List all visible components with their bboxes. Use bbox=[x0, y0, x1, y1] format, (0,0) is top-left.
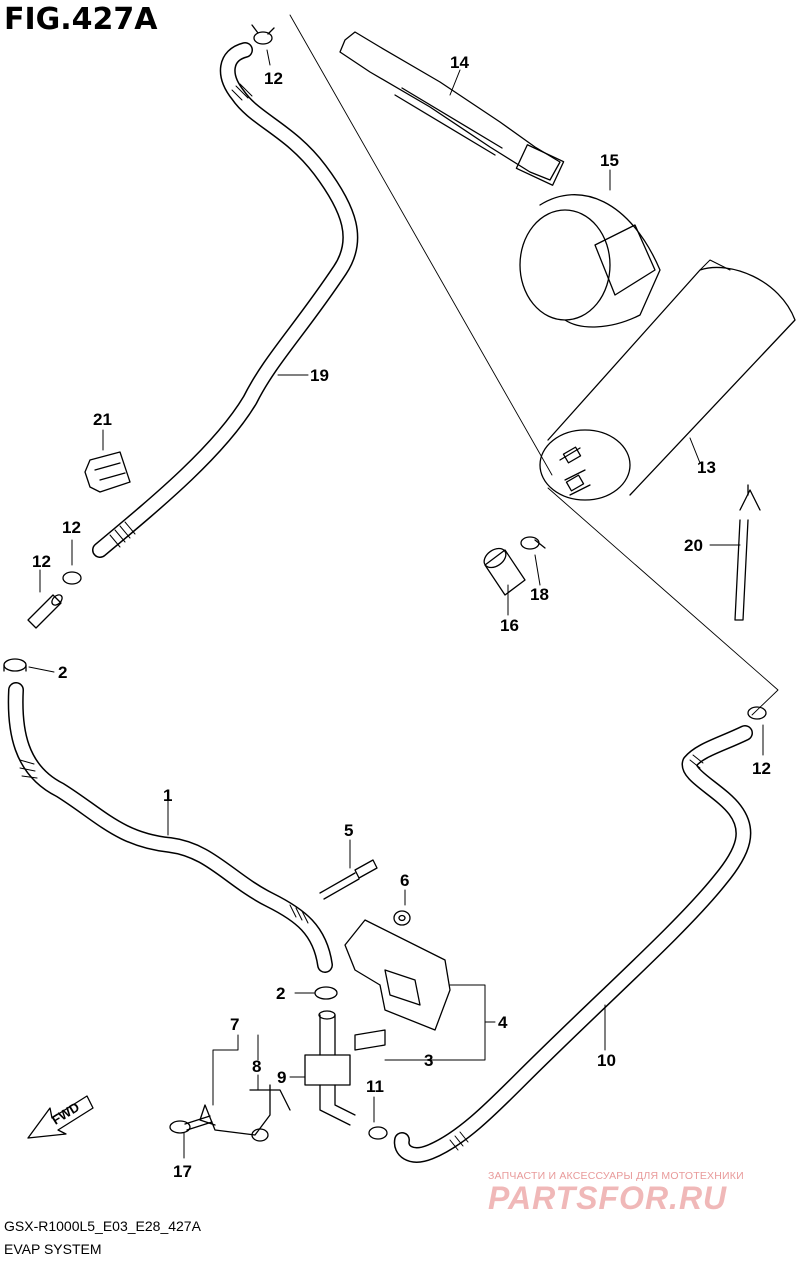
callout-20: 20 bbox=[684, 536, 703, 555]
bolt-6 bbox=[319, 859, 378, 900]
watermark-tagline: ЗАПЧАСТИ И АКСЕССУАРЫ ДЛЯ МОТОТЕХНИКИ bbox=[488, 1170, 744, 1182]
callout-9: 8 bbox=[252, 1057, 261, 1076]
callout-6: 5 bbox=[344, 821, 353, 840]
callout-13: 12 bbox=[32, 552, 51, 571]
callout-12-lower: 11 bbox=[366, 1077, 384, 1096]
callout-12-top: 12 bbox=[264, 69, 283, 88]
callout-5: 3 bbox=[424, 1051, 433, 1070]
figure-name: EVAP SYSTEM bbox=[4, 1241, 102, 1257]
callout-21: 21 bbox=[93, 410, 112, 429]
callout-10: 17 bbox=[173, 1162, 192, 1181]
callout-8: 7 bbox=[230, 1015, 239, 1034]
strap-15 bbox=[339, 31, 565, 186]
watermark-logo: PARTSFOR.RU bbox=[488, 1180, 728, 1216]
hose-1 bbox=[7, 682, 333, 973]
fitting-13 bbox=[27, 594, 63, 629]
fwd-arrow-icon bbox=[27, 1095, 94, 1139]
bracket-5 bbox=[354, 1029, 386, 1051]
callout-17: 16 bbox=[500, 616, 519, 635]
cable-tie-20 bbox=[734, 484, 761, 621]
clamp-19 bbox=[520, 536, 546, 550]
bolt-10 bbox=[169, 1115, 213, 1134]
clip-21 bbox=[84, 451, 131, 493]
figure-title: FIG.427A bbox=[4, 2, 158, 37]
callout-7: 6 bbox=[400, 871, 409, 890]
clamp-2-upper bbox=[3, 658, 27, 672]
watermark: ЗАПЧАСТИ И АКСЕССУАРЫ ДЛЯ МОТОТЕХНИКИ PA… bbox=[488, 1170, 788, 1217]
washer-7 bbox=[393, 910, 411, 926]
callout-12-left: 12 bbox=[62, 518, 81, 537]
leader-canister-right bbox=[547, 487, 779, 716]
leader-lines bbox=[28, 49, 764, 1159]
cap-17 bbox=[483, 547, 526, 596]
callout-labels: 12 14 15 19 21 13 20 12 12 16 18 2 12 1 … bbox=[32, 53, 771, 1181]
callout-16: 15 bbox=[600, 151, 619, 170]
callout-18: 19 bbox=[310, 366, 329, 385]
callout-11: 10 bbox=[597, 1051, 616, 1070]
callout-1: 1 bbox=[163, 786, 172, 805]
bracket-4 bbox=[344, 919, 451, 1031]
hose-18 bbox=[92, 42, 359, 558]
canister-14 bbox=[539, 259, 796, 501]
clamp-12-left bbox=[62, 571, 82, 585]
clamp-12-right bbox=[747, 706, 767, 720]
callout-2-upper: 2 bbox=[58, 663, 67, 682]
hose-11 bbox=[393, 725, 753, 1163]
leader-top-canister bbox=[289, 14, 553, 476]
valve-3 bbox=[304, 1010, 356, 1126]
callout-19: 18 bbox=[530, 585, 549, 604]
callout-14: 13 bbox=[697, 458, 716, 477]
clamp-12-top bbox=[251, 24, 275, 45]
clamp-2-lower bbox=[314, 986, 338, 1000]
callout-12-right: 12 bbox=[752, 759, 771, 778]
callout-15: 14 bbox=[450, 53, 469, 72]
callout-4: 4 bbox=[498, 1013, 508, 1032]
clamp-12-lower bbox=[368, 1126, 388, 1140]
holder-16 bbox=[519, 194, 661, 328]
figure-code: GSX-R1000L5_E03_E28_427A bbox=[4, 1218, 201, 1234]
callout-2-lower: 2 bbox=[276, 984, 285, 1003]
callout-3: 9 bbox=[277, 1068, 286, 1087]
